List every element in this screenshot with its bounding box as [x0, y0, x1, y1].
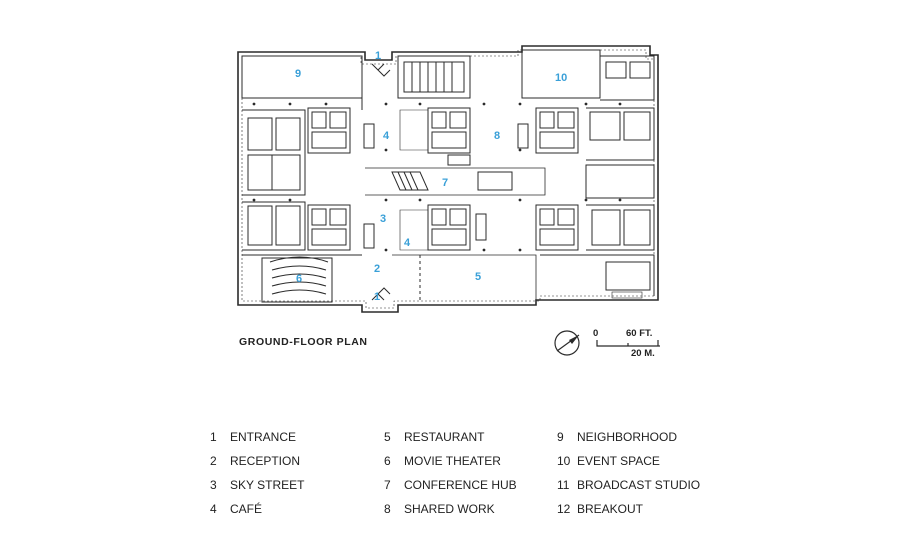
legend-number: 8 — [384, 502, 391, 516]
core-nw — [307, 107, 351, 154]
building-outline — [237, 45, 659, 313]
legend-label: RESTAURANT — [404, 430, 485, 444]
core-c1 — [427, 107, 471, 154]
legend-item: 2 RECEPTION — [210, 454, 300, 468]
legend-item: 8 SHARED WORK — [384, 502, 495, 516]
movie-theater-zone — [261, 257, 333, 303]
legend-item: 1 ENTRANCE — [210, 430, 296, 444]
legend-item: 10 EVENT SPACE — [557, 454, 660, 468]
conference-hub-zone — [365, 167, 546, 196]
room-tag-entrance-south: 1 — [374, 291, 380, 303]
legend: 1 ENTRANCE 2 RECEPTION 3 SKY STREET 4 CAFÉ 5… — [210, 430, 730, 526]
room-tag-movie-theater: 6 — [296, 273, 302, 285]
legend-item: 12 BREAKOUT — [557, 502, 643, 516]
legend-number: 2 — [210, 454, 217, 468]
legend-item: 9 NEIGHBORHOOD — [557, 430, 677, 444]
legend-item: 4 CAFÉ — [210, 502, 262, 516]
entrance-south-doors — [371, 287, 391, 301]
escalator-east-north — [517, 123, 529, 149]
room-tag-reception: 2 — [374, 263, 380, 275]
legend-number: 7 — [384, 478, 391, 492]
room-tag-event-space: 10 — [555, 72, 567, 84]
scale-meters: 20 M. — [631, 348, 655, 359]
legend-label: EVENT SPACE — [577, 454, 660, 468]
room-tag-entrance-north: 1 — [375, 50, 381, 62]
legend-label: CONFERENCE HUB — [404, 478, 517, 492]
legend-number: 10 — [557, 454, 571, 468]
legend-label: CAFÉ — [230, 502, 263, 516]
legend-number: 9 — [557, 430, 564, 444]
room-tag-neighborhood: 9 — [295, 68, 301, 80]
neighborhood-block — [241, 55, 363, 99]
building-outline-inner — [241, 49, 655, 309]
escalator-center — [475, 213, 487, 241]
escalator-west-north — [363, 123, 375, 149]
legend-item: 6 MOVIE THEATER — [384, 454, 501, 468]
escalator-west-south — [363, 223, 375, 249]
room-tag-cafe-north: 4 — [383, 130, 390, 142]
entrance-north-doors — [371, 63, 391, 77]
core-c2 — [427, 204, 471, 251]
room-tag-cafe-south: 4 — [404, 237, 411, 249]
room-tag-shared-work: 8 — [494, 130, 500, 142]
legend-label: NEIGHBORHOOD — [577, 430, 678, 444]
legend-number: 1 — [210, 430, 217, 444]
legend-label: SHARED WORK — [404, 502, 495, 516]
room-tag-sky-street: 3 — [380, 213, 386, 225]
legend-item: 11 BROADCAST STUDIO — [557, 478, 700, 492]
legend-number: 5 — [384, 430, 391, 444]
legend-number: 3 — [210, 478, 217, 492]
legend-label: BROADCAST STUDIO — [577, 478, 701, 492]
legend-item: 3 SKY STREET — [210, 478, 304, 492]
legend-label: RECEPTION — [230, 454, 301, 468]
legend-label: MOVIE THEATER — [404, 454, 501, 468]
room-tag-restaurant: 5 — [475, 271, 481, 283]
legend-label: SKY STREET — [230, 478, 305, 492]
room-tags: 1 1 2 3 4 4 5 6 7 8 9 10 — [295, 50, 567, 303]
plan-title: GROUND-FLOOR PLAN — [239, 336, 368, 348]
legend-number: 4 — [210, 502, 217, 516]
legend-label: ENTRANCE — [230, 430, 297, 444]
legend-item: 5 RESTAURANT — [384, 430, 484, 444]
core-sw — [307, 204, 351, 251]
legend-number: 12 — [557, 502, 571, 516]
event-space-block — [521, 49, 601, 99]
scale-feet: 60 FT. — [626, 328, 652, 339]
core-ne — [535, 107, 579, 154]
north-arrow — [554, 330, 580, 356]
legend-number: 11 — [557, 478, 570, 492]
column-grid — [252, 102, 622, 252]
legend-item: 7 CONFERENCE HUB — [384, 478, 517, 492]
restaurant-zone — [392, 254, 537, 301]
legend-label: BREAKOUT — [577, 502, 644, 516]
plan-linework — [237, 45, 659, 313]
scale-bar: 0 60 FT. 20 M. — [593, 328, 660, 359]
scale-zero: 0 — [593, 328, 598, 339]
core-se — [535, 204, 579, 251]
legend-number: 6 — [384, 454, 391, 468]
room-tag-conference-hub: 7 — [442, 177, 448, 189]
core-nc — [397, 55, 471, 99]
